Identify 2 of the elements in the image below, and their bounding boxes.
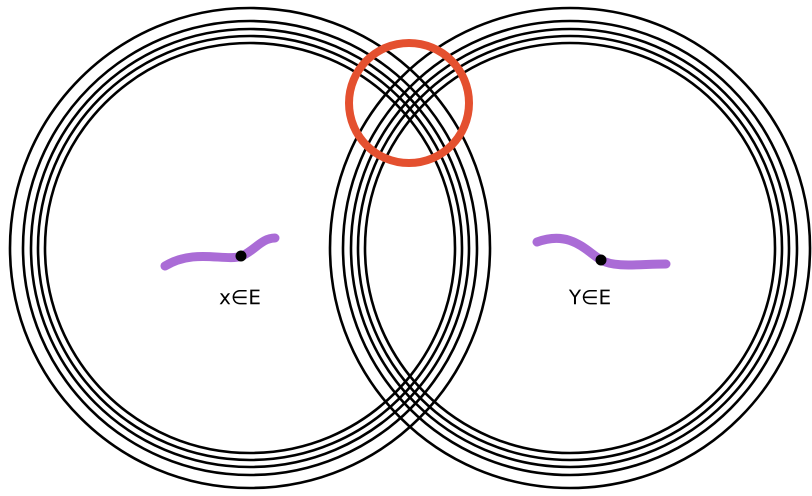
math-label: x∈E bbox=[220, 290, 260, 304]
math-label: Y∈E bbox=[568, 290, 610, 304]
